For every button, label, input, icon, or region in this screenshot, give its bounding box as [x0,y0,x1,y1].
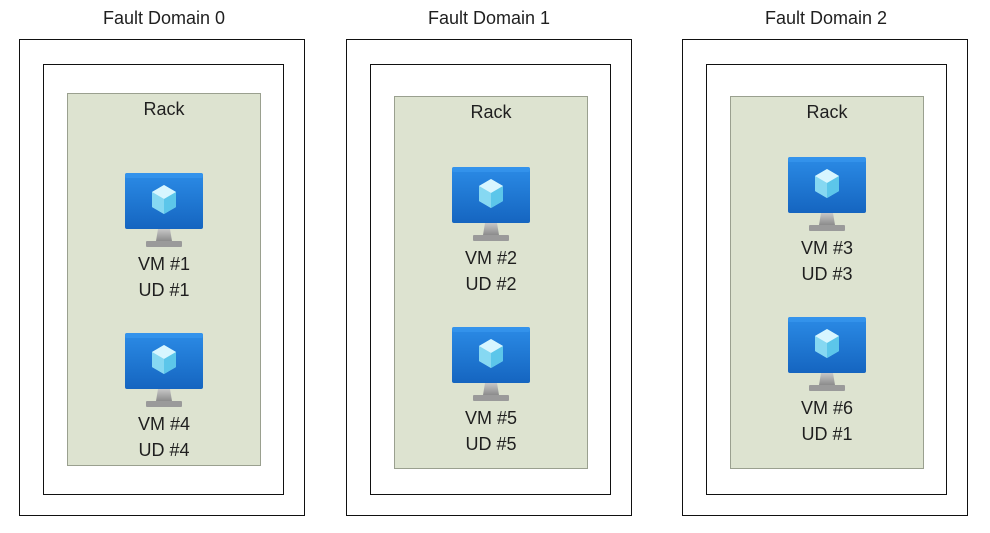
vm-3-name: VM #3 [800,238,854,258]
rack-1-label: Rack [470,102,512,122]
vm-5: VM #5 UD #5 [431,325,551,457]
vm-1-update-domain: UD #1 [138,280,190,300]
rack-2: Rack VM #3 UD #3 VM #6 UD #1 [730,96,924,469]
virtual-machine-icon [767,155,887,235]
rack-0-label: Rack [143,99,185,119]
vm-4-update-domain: UD #4 [138,440,190,460]
vm-3: VM #3 UD #3 [767,155,887,287]
fault-domain-0: Rack VM #1 UD #1 VM #4 UD #4 [19,39,305,516]
vm-4: VM #4 UD #4 [104,331,224,463]
vm-4-name: VM #4 [137,414,191,434]
vm-5-update-domain: UD #5 [465,434,517,454]
fault-domain-1-title: Fault Domain 1 [427,8,551,28]
vm-1-name: VM #1 [137,254,191,274]
rack-2-label: Rack [806,102,848,122]
fault-domain-2-inner-box: Rack VM #3 UD #3 VM #6 UD #1 [706,64,947,495]
virtual-machine-icon [431,325,551,405]
vm-6-update-domain: UD #1 [801,424,853,444]
vm-5-name: VM #5 [464,408,518,428]
virtual-machine-icon [767,315,887,395]
fault-domain-0-inner-box: Rack VM #1 UD #1 VM #4 UD #4 [43,64,284,495]
fault-domain-1: Rack VM #2 UD #2 VM #5 UD #5 [346,39,632,516]
rack-1: Rack VM #2 UD #2 VM #5 UD #5 [394,96,588,469]
virtual-machine-icon [104,171,224,251]
vm-3-update-domain: UD #3 [801,264,853,284]
vm-2-update-domain: UD #2 [465,274,517,294]
virtual-machine-icon [431,165,551,245]
fault-domain-2-title: Fault Domain 2 [764,8,888,28]
rack-0: Rack VM #1 UD #1 VM #4 UD #4 [67,93,261,466]
fault-domain-0-title: Fault Domain 0 [102,8,226,28]
vm-6-name: VM #6 [800,398,854,418]
fault-domain-1-inner-box: Rack VM #2 UD #2 VM #5 UD #5 [370,64,611,495]
vm-6: VM #6 UD #1 [767,315,887,447]
vm-1: VM #1 UD #1 [104,171,224,303]
fault-domain-2: Rack VM #3 UD #3 VM #6 UD #1 [682,39,968,516]
virtual-machine-icon [104,331,224,411]
vm-2-name: VM #2 [464,248,518,268]
vm-2: VM #2 UD #2 [431,165,551,297]
